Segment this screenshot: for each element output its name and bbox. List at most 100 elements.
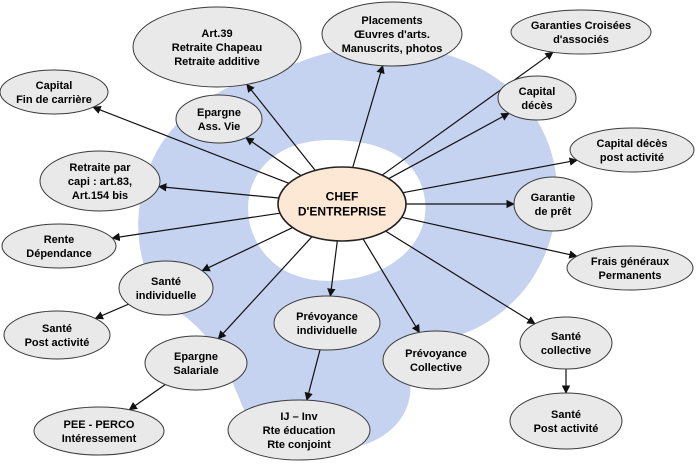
node-sante-collective-label-line: collective bbox=[541, 345, 591, 357]
node-ij-inv-shape bbox=[227, 399, 371, 461]
arrow-prevoyance-individuelle-to-ij-inv bbox=[304, 349, 321, 402]
node-epargne-ass-vie-label-line: Epargne bbox=[197, 107, 241, 119]
arrow-center-to-sante-collective bbox=[385, 230, 536, 325]
node-art39-label-line: Art.39 bbox=[201, 28, 232, 40]
node-frais-generaux-shape bbox=[566, 245, 694, 291]
node-epargne-salariale-label-line: Epargne bbox=[174, 351, 218, 363]
arrow-center-to-epargne-ass-vie bbox=[245, 137, 302, 177]
node-sante-post-activite-right-label-line: Post activité bbox=[534, 423, 599, 435]
node-center-shape bbox=[277, 166, 407, 242]
node-capital-deces-post-label-line: Capital décès bbox=[597, 138, 668, 150]
node-pee-perco-label-line: Intéressement bbox=[62, 433, 137, 445]
node-rente-dependance-label-line: Dépendance bbox=[26, 248, 91, 260]
node-prevoyance-individuelle-label-line: Prévoyance bbox=[296, 311, 358, 323]
node-center-label-line: D'ENTREPRISE bbox=[298, 205, 386, 219]
arrow-center-to-art39 bbox=[246, 83, 316, 171]
node-garanties-croisees: Garanties Croisées d'associés bbox=[510, 9, 652, 55]
node-prevoyance-collective-label-line: Prévoyance bbox=[405, 348, 467, 360]
node-rente-dependance-shape bbox=[1, 223, 117, 269]
arrow-center-to-frais-generaux bbox=[401, 216, 578, 259]
background-swirl bbox=[138, 45, 558, 451]
node-pee-perco-shape bbox=[33, 406, 165, 456]
node-sante-individuelle: Santé individuelle bbox=[118, 260, 214, 316]
node-sante-post-activite-left-label-line: Post activité bbox=[25, 337, 90, 349]
node-sante-collective: Santé collective bbox=[519, 316, 613, 370]
node-sante-post-activite-right-shape bbox=[509, 392, 623, 450]
node-frais-generaux-label-line: Frais généraux bbox=[591, 256, 670, 268]
arrow-center-to-capital-deces bbox=[388, 112, 510, 180]
node-epargne-ass-vie-shape bbox=[175, 94, 263, 144]
node-capital-fin-carriere-label-line: Fin de carrière bbox=[16, 94, 92, 106]
node-sante-post-activite-left-shape bbox=[3, 310, 111, 360]
node-sante-post-activite-right-label-line: Santé bbox=[551, 409, 581, 421]
node-center-label-line: CHEF bbox=[326, 190, 359, 204]
node-placements-shape bbox=[321, 1, 463, 67]
node-ij-inv-label-line: IJ – Inv bbox=[280, 411, 318, 423]
node-sante-post-activite-left-label-line: Santé bbox=[42, 323, 72, 335]
node-placements-label-line: Œuvres d'arts. bbox=[354, 29, 430, 41]
arrow-center-to-prevoyance-collective bbox=[362, 238, 420, 334]
node-capital-deces-post-shape bbox=[569, 127, 695, 173]
node-capital-deces-post: Capital décès post activité bbox=[569, 127, 695, 173]
arrow-center-to-garanties-croisees bbox=[381, 51, 554, 176]
node-art39-shape bbox=[132, 6, 302, 88]
node-ij-inv-label-line: Rte éducation bbox=[263, 425, 336, 437]
node-frais-generaux-label-line: Permanents bbox=[599, 270, 662, 282]
arrow-center-to-retraite-capi bbox=[158, 183, 279, 199]
node-sante-collective-shape bbox=[519, 316, 613, 370]
node-prevoyance-individuelle-shape bbox=[273, 295, 381, 351]
node-garanties-croisees-label-line: Garanties Croisées bbox=[531, 20, 631, 32]
arrow-center-to-placements bbox=[352, 64, 385, 168]
arrow-center-to-epargne-salariale bbox=[217, 236, 313, 340]
node-prevoyance-individuelle: Prévoyance individuelle bbox=[273, 295, 381, 351]
node-capital-deces-post-label-line: post activité bbox=[600, 152, 664, 164]
node-retraite-capi-label-line: Art.154 bis bbox=[72, 190, 128, 202]
node-capital-deces-label-line: Capital bbox=[519, 86, 556, 98]
node-art39-label-line: Retraite Chapeau bbox=[172, 42, 262, 54]
node-garanties-croisees-label-line: d'associés bbox=[553, 34, 609, 46]
node-sante-individuelle-label-line: Santé bbox=[151, 276, 181, 288]
arrow-epargne-salariale-to-pee-perco bbox=[128, 384, 166, 411]
node-capital-deces-label-line: décès bbox=[521, 100, 552, 112]
node-garanties-croisees-shape bbox=[510, 9, 652, 55]
node-retraite-capi-label-line: Retraite par bbox=[69, 162, 131, 174]
node-pee-perco-label-line: PEE - PERCO bbox=[64, 419, 135, 431]
node-prevoyance-individuelle-label-line: individuelle bbox=[297, 325, 358, 337]
node-capital-fin-carriere-shape bbox=[0, 69, 109, 115]
node-capital-fin-carriere-label-line: Capital bbox=[36, 80, 73, 92]
node-epargne-ass-vie-label-line: Ass. Vie bbox=[198, 121, 241, 133]
node-placements-label-line: Manuscrits, photos bbox=[342, 43, 443, 55]
node-retraite-capi-shape bbox=[39, 150, 161, 212]
node-garantie-pret-label-line: de prêt bbox=[535, 206, 572, 218]
node-art39-label-line: Retraite additive bbox=[174, 56, 260, 68]
node-ij-inv-label-line: Rte conjoint bbox=[267, 439, 331, 451]
arrow-center-to-sante-individuelle bbox=[201, 227, 293, 272]
arrow-center-to-capital-deces-post bbox=[402, 157, 578, 194]
node-sante-individuelle-label-line: individuelle bbox=[136, 290, 197, 302]
node-capital-deces: Capital décès bbox=[497, 75, 577, 121]
arrow-center-to-prevoyance-individuelle bbox=[327, 240, 338, 297]
node-pee-perco: PEE - PERCO Intéressement bbox=[33, 406, 165, 456]
node-placements-label-line: Placements bbox=[361, 15, 422, 27]
node-prevoyance-collective-label-line: Collective bbox=[410, 362, 462, 374]
node-epargne-salariale-shape bbox=[144, 335, 248, 391]
arrow-center-to-rente-dependance bbox=[111, 212, 281, 242]
node-capital-deces-shape bbox=[497, 75, 577, 121]
arrow-center-to-capital-fin-carriere bbox=[92, 106, 290, 184]
node-sante-collective-label-line: Santé bbox=[551, 331, 581, 343]
